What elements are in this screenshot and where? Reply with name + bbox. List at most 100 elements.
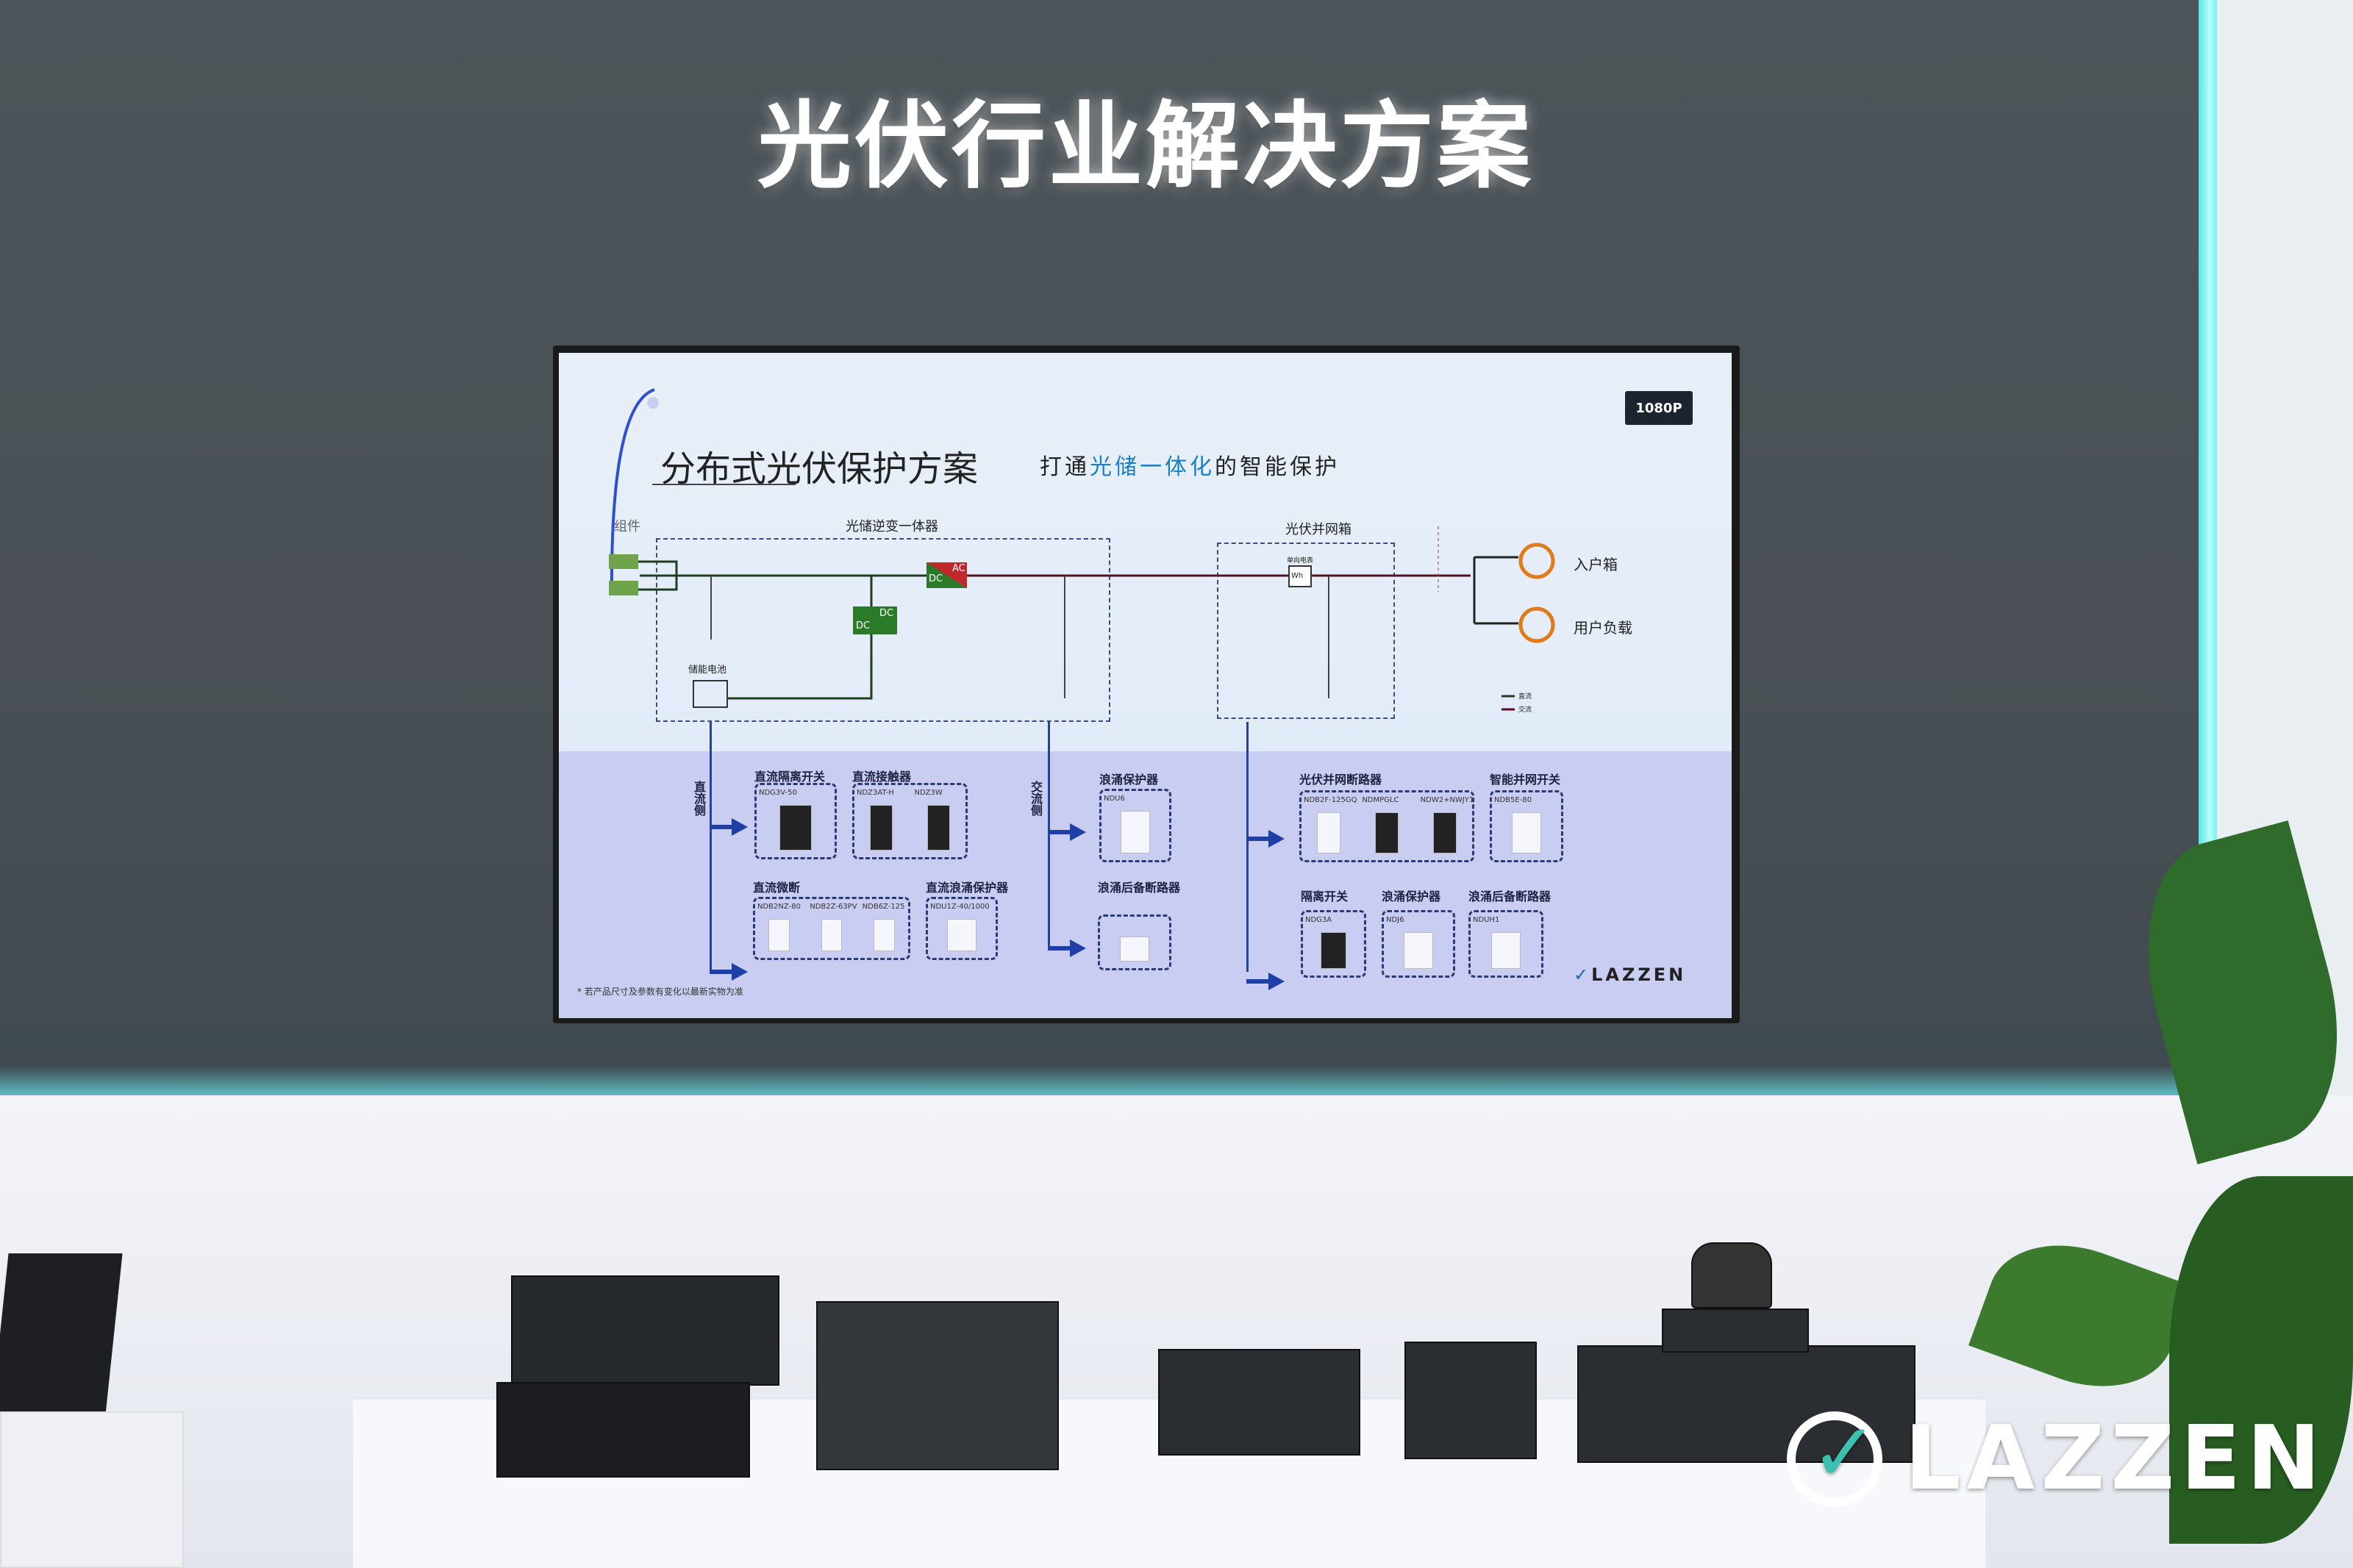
distribution-box-icon xyxy=(1518,543,1555,579)
product-image xyxy=(768,919,790,951)
product-image xyxy=(779,805,813,851)
booth-logo-text: LAZZEN xyxy=(1904,1408,2327,1510)
product-model: NDZ3W xyxy=(914,789,943,797)
product-group-box xyxy=(1299,790,1474,862)
product-model: NDU6 xyxy=(1104,795,1125,803)
dc-label: DC xyxy=(879,608,894,619)
product-model: NDB6Z-125 xyxy=(862,903,905,911)
product-model: NDG3V-50 xyxy=(759,789,797,797)
arrow-icon xyxy=(1070,823,1086,841)
product-group-box xyxy=(1382,910,1455,978)
legend-dc: 直流 xyxy=(1518,693,1532,701)
product-group-box xyxy=(753,897,910,960)
product-image xyxy=(1433,812,1457,853)
solar-panel-icon xyxy=(609,554,638,569)
dc-branch-line xyxy=(710,722,712,972)
product-group-box xyxy=(1301,910,1366,978)
slide-title: 分布式光伏保护方案 xyxy=(660,448,979,490)
product-group-box xyxy=(1490,790,1563,862)
product-transfer-switch-base xyxy=(496,1382,750,1478)
slide-subtitle: 打通光储一体化的智能保护 xyxy=(1040,448,1340,481)
product-group-box xyxy=(1098,914,1171,970)
meter-icon xyxy=(1288,565,1312,587)
solar-panel-icon xyxy=(609,581,638,595)
product-image xyxy=(1490,932,1521,969)
output-user-load: 用户负载 xyxy=(1574,619,1632,637)
dc-dc-converter xyxy=(853,606,897,634)
product-group-box xyxy=(852,783,968,859)
ac-branch-line xyxy=(1246,722,1249,972)
product-model: NDB2F-125GQ xyxy=(1304,796,1357,804)
product-image xyxy=(1121,811,1150,853)
product-image xyxy=(869,805,893,851)
lazzen-logo-icon: ✓ xyxy=(1787,1406,1882,1507)
product-transfer-switch xyxy=(511,1275,779,1386)
dc-label: DC xyxy=(929,573,943,584)
product-isolation-switch-top xyxy=(1662,1309,1809,1353)
product-model: NDG3A xyxy=(1305,916,1332,924)
product-model: NDW2+NWJY1 xyxy=(1420,796,1474,804)
arrow-icon xyxy=(732,963,748,981)
product-group-title: 直流浪涌保护器 xyxy=(926,881,1009,895)
product-group-title: 智能并网开关 xyxy=(1490,773,1561,787)
lazzen-check-icon: ✓ xyxy=(1574,964,1592,985)
product-group-box xyxy=(1468,910,1543,978)
subtitle-part: 的智能保护 xyxy=(1215,454,1340,480)
arrow-icon xyxy=(1070,939,1086,957)
booth-logo: ✓LAZZEN xyxy=(1787,1406,2327,1510)
product-image xyxy=(927,805,951,851)
laptop xyxy=(0,1253,123,1415)
product-group-title: 隔离开关 xyxy=(1301,889,1349,903)
screen-logo: ✓LAZZEN xyxy=(1574,964,1686,985)
product-model: NDB2Z-63PV xyxy=(810,903,857,911)
product-model: NDB2NZ-80 xyxy=(757,903,801,911)
subtitle-part: 打通 xyxy=(1040,454,1090,480)
output-distribution-box: 入户箱 xyxy=(1574,556,1618,573)
product-group-box xyxy=(754,783,837,859)
plant-leaf xyxy=(2169,1176,2353,1544)
product-image xyxy=(1316,812,1340,853)
product-model: NDUH1 xyxy=(1473,916,1500,924)
product-mccb xyxy=(1404,1342,1537,1459)
arrow-icon xyxy=(1268,830,1285,848)
product-image xyxy=(874,919,895,951)
product-image xyxy=(821,919,843,951)
product-image xyxy=(947,919,976,951)
product-panel: 直流侧 交流侧 xyxy=(559,722,1732,1018)
product-circuit-breaker xyxy=(816,1301,1059,1470)
product-breaker-module xyxy=(1158,1349,1360,1456)
switch-handle xyxy=(1691,1242,1772,1309)
product-group-box xyxy=(1099,789,1171,862)
product-image xyxy=(1375,812,1399,853)
grid-box-label: 光伏并网箱 xyxy=(1285,522,1352,537)
product-group-title: 直流接触器 xyxy=(852,770,912,784)
ac-branch-line xyxy=(1048,722,1050,950)
product-group-box xyxy=(926,897,998,960)
battery-label: 储能电池 xyxy=(688,665,727,676)
inverter-label: 光储逆变一体器 xyxy=(846,519,938,534)
decorative-arc xyxy=(610,388,659,596)
product-group-title: 浪涌后备断路器 xyxy=(1098,881,1181,895)
subtitle-highlight: 光储一体化 xyxy=(1090,454,1215,480)
arrow-icon xyxy=(732,818,748,836)
screen-logo-text: LAZZEN xyxy=(1591,964,1687,985)
meter-unit: Wh xyxy=(1291,572,1304,580)
components-label: 组件 xyxy=(614,519,640,534)
product-group-title: 浪涌保护器 xyxy=(1382,889,1441,903)
product-group-title: 光伏并网断路器 xyxy=(1299,773,1382,787)
product-model: NDZ3AT-H xyxy=(857,789,894,797)
ac-label: AC xyxy=(952,563,965,574)
grid-box-dashed-box xyxy=(1217,543,1395,719)
product-model: NDU1Z-40/1000 xyxy=(930,903,990,911)
dc-label: DC xyxy=(856,620,871,631)
product-image xyxy=(1320,932,1347,969)
product-model: NDJ6 xyxy=(1386,916,1404,924)
product-group-title: 浪涌保护器 xyxy=(1099,773,1159,787)
load-icon xyxy=(1518,606,1555,643)
inverter-dashed-box xyxy=(656,538,1110,722)
circuit-lines xyxy=(609,526,1555,711)
title-underline xyxy=(652,484,796,485)
resolution-badge: 1080P xyxy=(1625,391,1693,425)
tv-screen-slide: 分布式光伏保护方案 打通光储一体化的智能保护 1080P 组件 光储逆变一体器 … xyxy=(559,353,1732,1018)
product-group-title: 直流隔离开关 xyxy=(754,770,826,784)
